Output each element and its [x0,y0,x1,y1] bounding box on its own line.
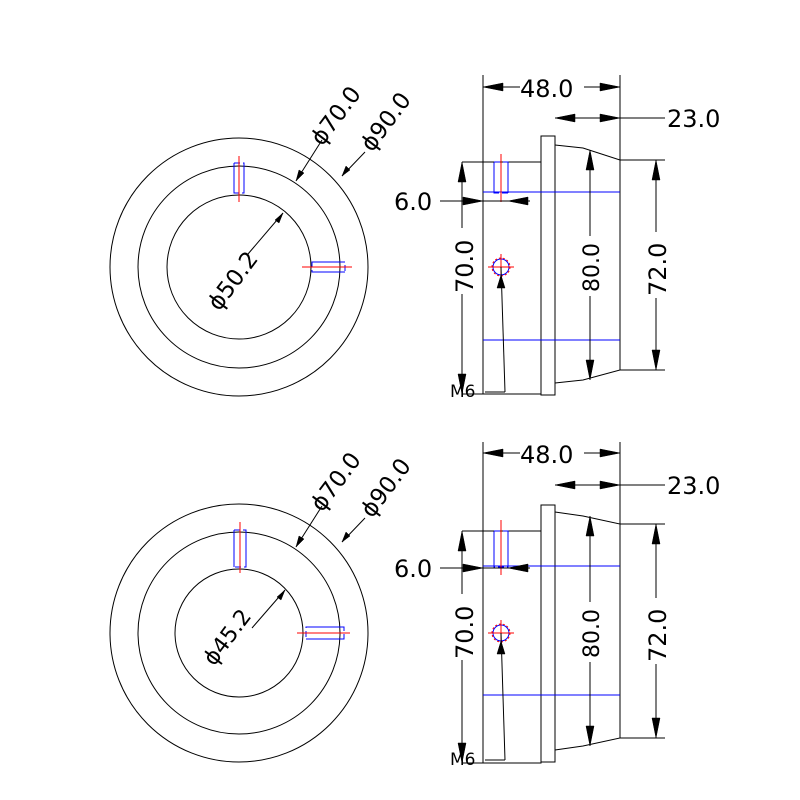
side-view-bottom: 48.0 23.0 6.0 70.0 80.0 72.0 M6 [394,440,720,770]
dim-flange-offset: 23.0 [667,472,720,500]
front-view-bottom: ϕ70.0 ϕ90.0 ϕ45.2 [109,448,417,763]
thread-label: M6 [450,750,475,770]
label-bore: ϕ50.2 [203,247,264,316]
flange-plate [540,504,556,763]
dim-inner-dia: 80.0 [580,243,605,292]
dim-flange-offset: 23.0 [667,105,720,133]
outer-circle [109,137,369,397]
label-bore: ϕ45.2 [199,605,257,671]
dim-body-dia: 70.0 [451,606,479,659]
front-view-top: ϕ70.0 ϕ90.0 ϕ50.2 [109,82,417,397]
taper-outline [554,511,621,751]
dim-length: 48.0 [520,441,573,469]
dim-body-dia: 70.0 [451,240,479,293]
body-outline [482,161,542,395]
dim-slot: 6.0 [394,555,432,583]
flange-plate [540,135,556,396]
dim-slot: 6.0 [394,188,432,216]
dim-length: 48.0 [520,75,573,103]
thread-label: M6 [450,382,475,402]
side-view-top: 48.0 23.0 6.0 70.0 80.0 72.0 [394,74,720,402]
dim-flange-dia: 72.0 [644,609,672,662]
taper-outline [554,144,621,384]
dim-inner-dia: 80.0 [580,609,605,658]
dim-flange-dia: 72.0 [644,243,672,296]
outer-circle [109,503,369,763]
